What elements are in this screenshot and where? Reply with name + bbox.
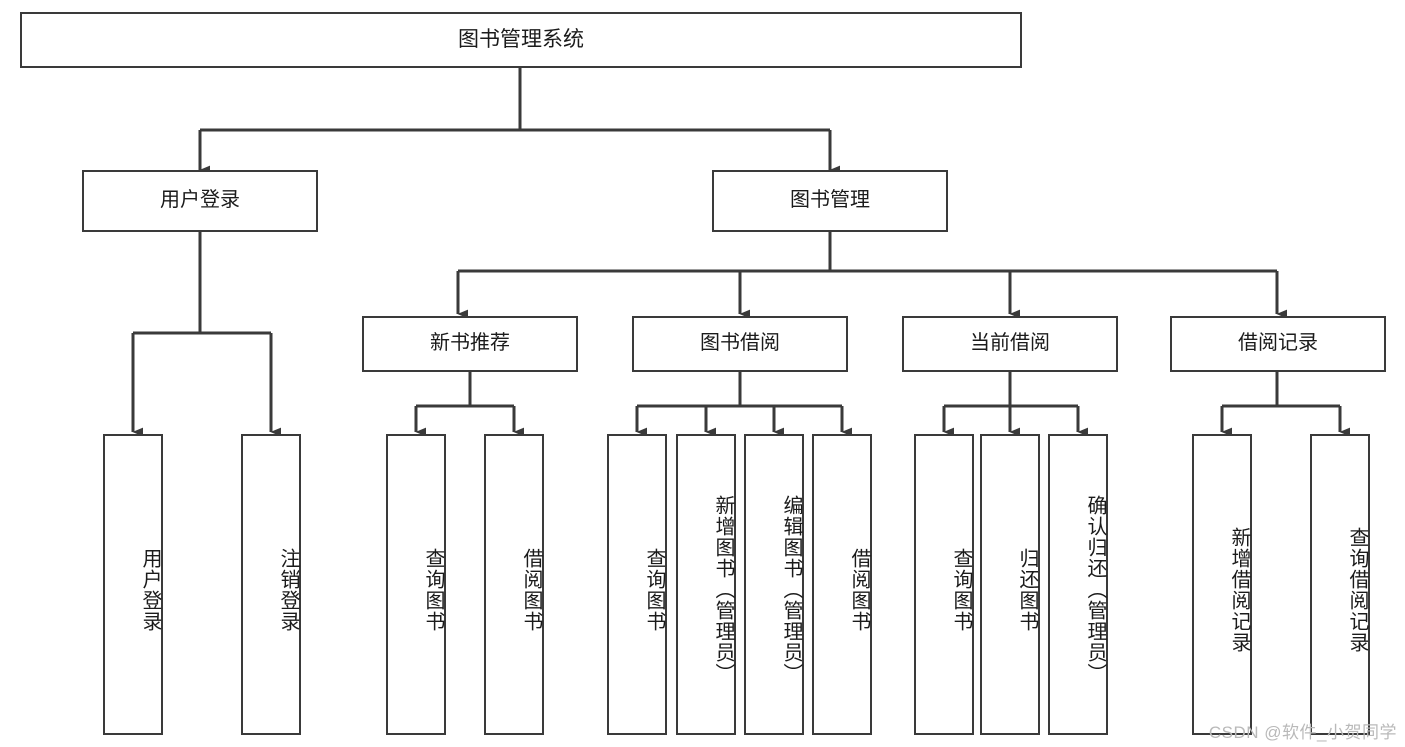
node-leaf-logout-login[interactable]: 注销登录 [241,434,301,735]
node-book-management[interactable]: 图书管理 [712,170,948,232]
node-user-login[interactable]: 用户登录 [82,170,318,232]
node-current-borrow-label: 当前借阅 [970,332,1050,355]
node-leaf-borrow-book-2-label: 借阅图书 [848,547,870,632]
node-leaf-return-book[interactable]: 归还图书 [980,434,1040,735]
node-leaf-query-borrow-record[interactable]: 查询借阅记录 [1310,434,1370,735]
node-leaf-add-borrow-record-label: 新增借阅记录 [1228,526,1250,653]
node-leaf-query-book-1-label: 查询图书 [422,547,444,632]
node-book-management-label: 图书管理 [790,189,870,212]
node-leaf-return-book-label: 归还图书 [1016,547,1038,632]
node-leaf-add-borrow-record[interactable]: 新增借阅记录 [1192,434,1252,735]
node-leaf-user-login-label: 用户登录 [139,547,161,632]
node-leaf-query-borrow-record-label: 查询借阅记录 [1346,526,1368,653]
node-leaf-borrow-book-2[interactable]: 借阅图书 [812,434,872,735]
node-leaf-user-login[interactable]: 用户登录 [103,434,163,735]
node-leaf-borrow-book-1[interactable]: 借阅图书 [484,434,544,735]
node-leaf-confirm-return-admin[interactable]: 确认归还（管理员） [1048,434,1108,735]
node-leaf-query-book-3[interactable]: 查询图书 [914,434,974,735]
node-leaf-borrow-book-1-label: 借阅图书 [520,547,542,632]
node-leaf-edit-book-admin-label: 编辑图书（管理员） [780,495,802,684]
node-book-borrow-label: 图书借阅 [700,332,780,355]
node-root-system-label: 图书管理系统 [458,27,584,51]
node-leaf-confirm-return-admin-label: 确认归还（管理员） [1084,495,1106,684]
node-leaf-logout-login-label: 注销登录 [277,547,299,632]
csdn-watermark: CSDN @软件_小贺同学 [1208,723,1397,742]
node-book-borrow[interactable]: 图书借阅 [632,316,848,372]
node-leaf-add-book-admin[interactable]: 新增图书（管理员） [676,434,736,735]
node-leaf-edit-book-admin[interactable]: 编辑图书（管理员） [744,434,804,735]
node-user-login-label: 用户登录 [160,189,240,212]
node-current-borrow[interactable]: 当前借阅 [902,316,1118,372]
node-new-book-recommend-label: 新书推荐 [430,332,510,355]
node-leaf-query-book-3-label: 查询图书 [950,547,972,632]
node-borrow-record[interactable]: 借阅记录 [1170,316,1386,372]
node-borrow-record-label: 借阅记录 [1238,332,1318,355]
node-new-book-recommend[interactable]: 新书推荐 [362,316,578,372]
node-leaf-query-book-2[interactable]: 查询图书 [607,434,667,735]
node-leaf-query-book-1[interactable]: 查询图书 [386,434,446,735]
node-leaf-add-book-admin-label: 新增图书（管理员） [712,495,734,684]
node-root-system[interactable]: 图书管理系统 [20,12,1022,68]
node-leaf-query-book-2-label: 查询图书 [643,547,665,632]
